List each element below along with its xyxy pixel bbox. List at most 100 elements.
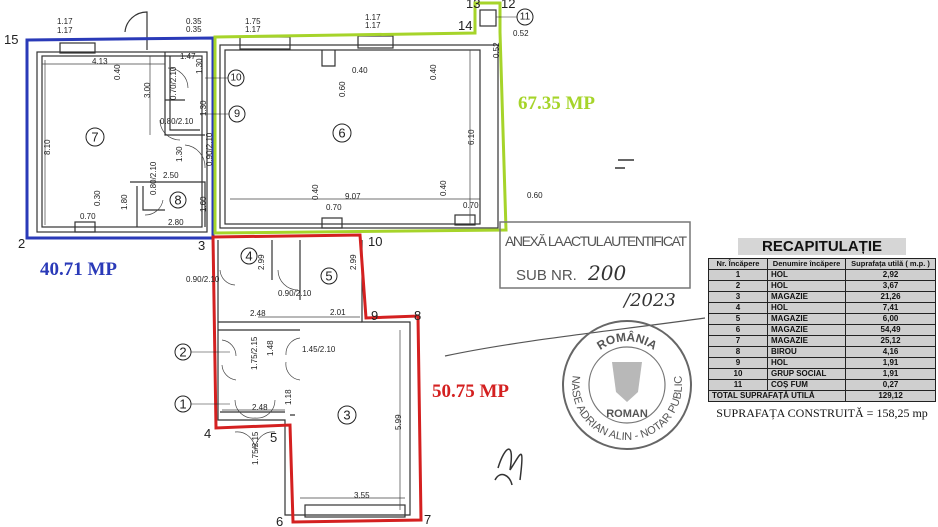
room-number-cell: 4 <box>707 302 769 314</box>
room-number: 9 <box>234 108 240 120</box>
dimension-label: 1.18 <box>284 389 293 405</box>
dimension-label: 1.75/2.15 <box>250 336 259 370</box>
room-number-cell: 5 <box>707 313 769 325</box>
room-name-cell: HOL <box>767 357 847 369</box>
dimension-label: 0.30 <box>93 190 102 206</box>
dimension-label: 1.47 <box>180 52 196 61</box>
dimension-label: 0.52 <box>513 29 529 38</box>
dimension-label: 2.48 <box>252 403 268 412</box>
room-area-cell: 54,49 <box>845 324 936 336</box>
room-area-cell: 0,27 <box>845 379 936 391</box>
dimension-label: 6.10 <box>467 129 476 145</box>
dimension-label: 1.17 <box>57 17 73 26</box>
corner-label: 5 <box>270 430 277 445</box>
dimension-label: 1.45/2.10 <box>302 345 336 354</box>
dimension-label: 2.99 <box>257 254 266 270</box>
dimension-label: 1.60 <box>199 196 208 212</box>
corner-labels: 15 2 3 10 9 8 4 5 6 7 14 13 12 <box>4 0 515 527</box>
dimension-label: 1.17 <box>57 26 73 35</box>
corner-label: 6 <box>276 514 283 527</box>
dash-marks <box>615 159 634 169</box>
room-name-cell: BIROU <box>767 346 847 358</box>
signature-line <box>444 317 706 357</box>
corner-label: 15 <box>4 32 18 47</box>
room-number: 4 <box>245 249 252 264</box>
dimension-label: 2.48 <box>250 309 266 318</box>
dimension-label: 4.13 <box>92 57 108 66</box>
zone-red-outline <box>211 233 423 524</box>
room-number: 7 <box>91 130 98 145</box>
room-name-cell: MAGAZIE <box>767 335 847 347</box>
dimension-label: 1.30 <box>199 100 208 116</box>
dimension-label: 1.30 <box>175 146 184 162</box>
room-area-cell: 4,16 <box>845 346 936 358</box>
corner-label: 7 <box>424 512 431 527</box>
dimension-label: 1.17 <box>365 21 381 30</box>
coat-of-arms-icon <box>612 362 642 402</box>
room-area-cell: 6,00 <box>845 313 936 325</box>
dimension-label: 1.17 <box>365 13 381 22</box>
room-labels: 1 2 3 4 5 6 7 8 9 10 11 <box>91 12 530 423</box>
dimension-label: 1.17 <box>245 25 261 34</box>
room-area-cell: 1,91 <box>845 368 936 380</box>
walls <box>36 9 499 518</box>
room-area-cell: 3,67 <box>845 280 936 292</box>
dimension-label: 0.90/2.10 <box>205 132 214 166</box>
notary-stamp: ANEXĂ LA ACTUL AUTENTIFICAT SUB NR. 200 … <box>499 221 691 311</box>
seal-bottom-text: ROMAN <box>606 408 648 420</box>
room-number-cell: 3 <box>707 291 769 303</box>
recap-table: Nr. Încăpere Denumire încăpere Suprafața… <box>707 258 936 402</box>
room-number-cell: 10 <box>707 368 769 380</box>
room-name-cell: MAGAZIE <box>767 291 847 303</box>
corner-label: 10 <box>368 234 382 249</box>
dimension-label: 9.07 <box>345 192 361 201</box>
room-number: 6 <box>338 126 345 141</box>
dimension-label: 3.00 <box>143 82 152 98</box>
recap-title: RECAPITULAȚIE <box>738 238 906 255</box>
room-area-cell: 7,41 <box>845 302 936 314</box>
dimension-label: 0.40 <box>311 184 320 200</box>
room-number: 11 <box>520 12 531 23</box>
dimension-label: 0.70 <box>80 212 96 221</box>
recap-table-panel: RECAPITULAȚIE Nr. Încăpere Denumire încă… <box>707 238 936 421</box>
dimension-label: 0.70 <box>463 201 479 210</box>
dimension-label: 3.55 <box>354 491 370 500</box>
corner-label: 14 <box>458 18 472 33</box>
corner-label: 2 <box>18 236 25 251</box>
col-header: Denumire încăpere <box>767 258 847 270</box>
dimension-label: 2.80 <box>168 218 184 227</box>
dimension-label: 1.80 <box>120 194 129 210</box>
room-number-cell: 7 <box>707 335 769 347</box>
dimension-label: 8.10 <box>43 139 52 155</box>
notary-seal: ROMÂNIA NASE ADRIAN ALIN - NOTAR PUBLIC … <box>562 320 692 450</box>
corner-label: 13 <box>466 0 480 11</box>
col-header: Suprafața utilă ( m.p. ) <box>845 258 936 270</box>
dimension-label: 2.99 <box>349 254 358 270</box>
room-name-cell: HOL <box>767 280 847 292</box>
dimension-labels: 1.171.174.130.403.008.101.471.300.70/2.1… <box>43 13 543 500</box>
dimension-label: 1.75 <box>245 17 261 26</box>
stamp-number: 200 <box>587 261 626 285</box>
room-name-cell: GRUP SOCIAL <box>767 368 847 380</box>
room-number: 10 <box>230 73 242 84</box>
room-number: 2 <box>179 345 186 360</box>
room-area-cell: 2,92 <box>845 269 936 281</box>
dimension-label: 5.99 <box>394 414 403 430</box>
total-value: 129,12 <box>845 390 936 402</box>
dimension-label: 0.40 <box>352 66 368 75</box>
dimension-label: 0.70/2.10 <box>169 66 178 100</box>
zone-green-outline <box>213 1 508 235</box>
zone-area-green: 67.35 MP <box>518 93 595 114</box>
dimension-label: 0.80/2.10 <box>160 117 194 126</box>
stamp-line1: ANEXĂ LA ACTUL AUTENTIFICAT <box>505 233 687 249</box>
dimension-label: 0.40 <box>429 64 438 80</box>
